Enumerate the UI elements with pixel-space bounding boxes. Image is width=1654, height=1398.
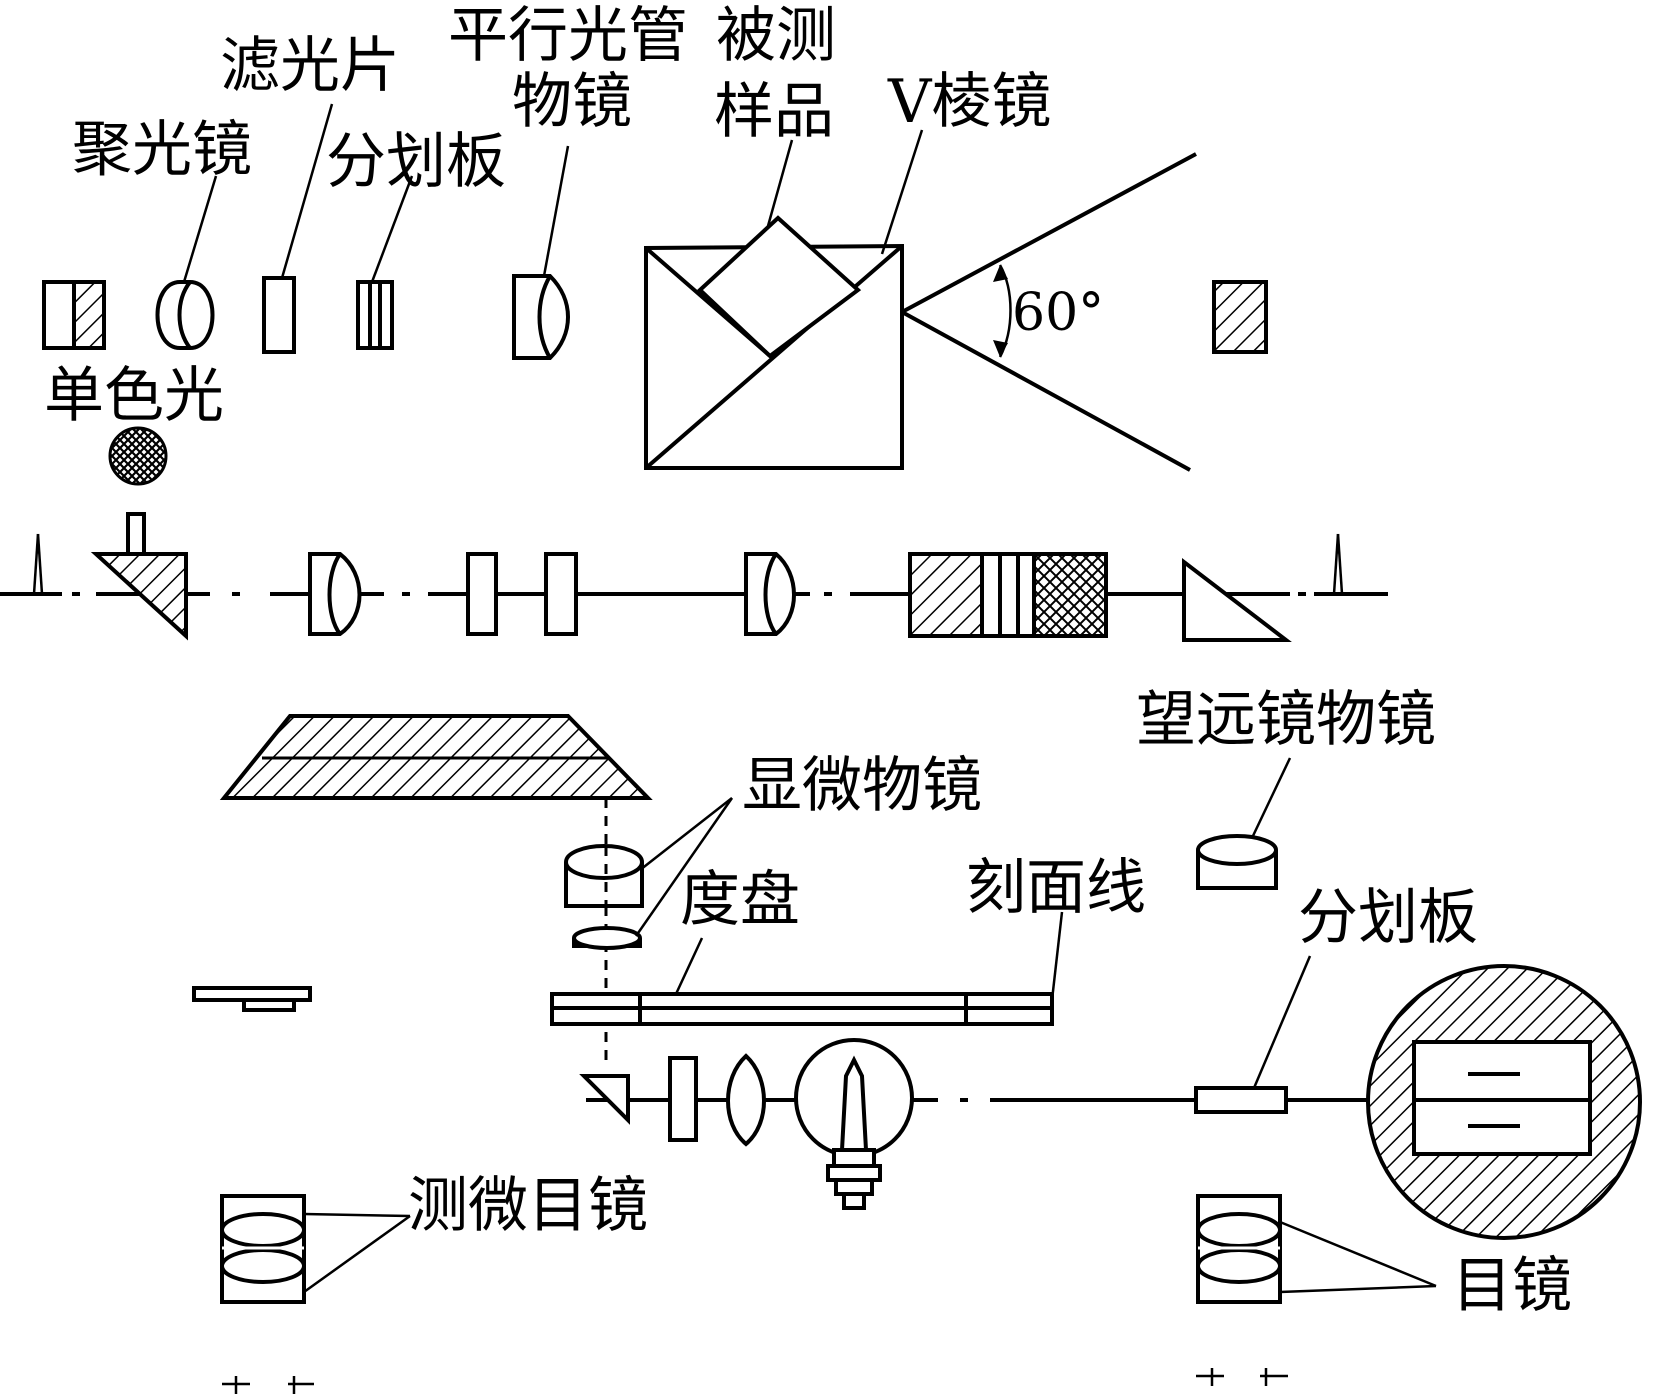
bottom-ticks-left: [222, 1376, 314, 1394]
label-sample-line2: 样品: [714, 77, 834, 147]
label-filter: 滤光片: [220, 31, 400, 101]
condenser-lens-axis: [308, 552, 362, 636]
collimator-objective-axis: [744, 552, 796, 636]
label-angle: 60°: [1012, 283, 1104, 343]
left-small-plate: [192, 986, 312, 1012]
right-hatched-block: [1212, 280, 1268, 354]
micro-objective-lower: [572, 926, 642, 950]
micro-objective-upper: [564, 844, 644, 908]
spike-marker-left: [32, 533, 44, 595]
filter-axis: [466, 552, 498, 636]
label-sample-line1: 被测: [716, 1, 836, 71]
dial-scale-bar: [550, 992, 1054, 1026]
biconvex-lens-bottom: [726, 1053, 766, 1147]
telescope-objective-lens: [1196, 834, 1278, 890]
plate-bottom: [668, 1056, 698, 1142]
reticle-axis: [544, 552, 578, 636]
dial-top-hatched: [219, 714, 653, 800]
mono-light-source-icon: [108, 426, 168, 486]
label-collimator: 平行光管: [448, 1, 688, 71]
label-v-prism: V棱镜: [887, 67, 1051, 137]
angle-lines: [901, 152, 1197, 472]
filter-plate: [262, 276, 296, 354]
prism-block-axis: [908, 552, 1108, 638]
sample-prism: [697, 215, 862, 359]
label-scale-line: 刻面线: [966, 853, 1146, 923]
label-condenser: 聚光镜: [72, 115, 252, 185]
right-angle-prism-axis: [1182, 557, 1292, 642]
micrometer-eyepiece: [220, 1194, 306, 1304]
lamp-bulb: [794, 1038, 914, 1210]
condenser-lens: [155, 280, 215, 350]
spike-marker-right: [1332, 533, 1344, 595]
light-source-box: [42, 280, 106, 350]
reticle-plate-bottom: [1194, 1086, 1288, 1114]
eyepiece: [1196, 1194, 1282, 1304]
axis-dashes-bottom: [938, 1094, 990, 1106]
bottom-ticks-right: [1196, 1368, 1288, 1386]
label-eyepiece: 目镜: [1452, 1251, 1572, 1321]
label-dial: 度盘: [680, 865, 800, 935]
label-micro-objective: 显微物镜: [742, 751, 982, 821]
label-micrometer-eyepiece: 测微目镜: [408, 1171, 648, 1241]
eyepiece-view-circle: [1366, 964, 1642, 1240]
small-prism-bottom: [579, 1074, 630, 1125]
reflector-prism-left: [90, 512, 188, 641]
label-collimator-objective: 物镜: [512, 67, 632, 137]
reticle-plate-top: [356, 280, 394, 350]
label-mono-light: 单色光: [44, 361, 224, 431]
label-reticle-top: 分划板: [326, 127, 506, 197]
label-reticle-bottom: 分划板: [1298, 883, 1478, 953]
collimator-objective-lens: [512, 274, 570, 360]
leader-lines: [182, 103, 1437, 1294]
axis-dashes-middle: [62, 588, 1314, 600]
label-telescope-objective: 望远镜物镜: [1136, 685, 1436, 755]
